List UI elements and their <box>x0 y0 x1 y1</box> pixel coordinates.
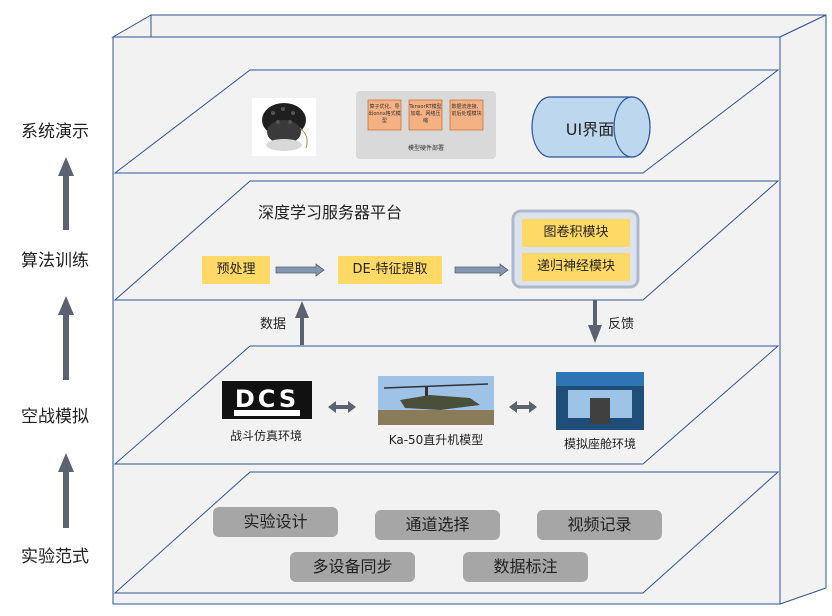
feedback-arrow <box>588 300 602 343</box>
server-platform-title: 深度学习服务器平台 <box>258 203 403 222</box>
double-arrow-1 <box>328 401 356 413</box>
side-label-system-demo: 系统演示 <box>21 122 89 142</box>
deployment-caption: 模型硬件部署 <box>407 145 444 152</box>
multi-device-sync-button[interactable]: 多设备同步 <box>290 552 415 582</box>
side-label-air-combat-sim: 空战模拟 <box>21 407 89 427</box>
box-top-face <box>111 14 827 38</box>
side-arrow-2 <box>58 296 74 380</box>
data-arrow <box>295 301 309 345</box>
rnn-module: 递归神经模块 <box>522 253 630 281</box>
dcs-logo: DCS <box>222 381 312 419</box>
experiment-design-button[interactable]: 实验设计 <box>213 507 338 537</box>
side-label-experiment-paradigm: 实验范式 <box>21 547 89 567</box>
deploy-box-1: 算子优化、导出onnx格式模型 <box>368 104 401 124</box>
cockpit-caption: 模拟座舱环境 <box>563 437 636 451</box>
flow-arrow-2 <box>454 263 509 277</box>
data-annotation-button[interactable]: 数据标注 <box>463 552 588 582</box>
eeg-headset-image <box>252 98 316 156</box>
side-arrow-3 <box>58 453 74 528</box>
data-link-label: 数据 <box>260 317 287 332</box>
deploy-box-3: 数据流连接、前后处理模块 <box>451 104 482 117</box>
feedback-link-label: 反馈 <box>608 317 635 332</box>
side-arrow-1 <box>58 157 74 230</box>
flow-arrow-1 <box>275 263 325 277</box>
feature-extraction-module: DE-特征提取 <box>338 256 442 284</box>
gcn-module: 图卷积模块 <box>522 219 630 247</box>
deploy-box-2: TensorRT模型加载、网络压缩 <box>409 104 442 124</box>
ui-label: UI界面 <box>565 120 615 139</box>
preprocess-module: 预处理 <box>202 256 270 284</box>
helicopter-caption: Ka-50直升机模型 <box>388 433 484 447</box>
svg-text:DCS: DCS <box>235 385 299 413</box>
channel-select-button[interactable]: 通道选择 <box>375 510 500 540</box>
helicopter-image <box>378 376 494 425</box>
double-arrow-2 <box>509 401 537 413</box>
video-record-button[interactable]: 视频记录 <box>537 510 662 540</box>
box-right-face <box>779 14 827 605</box>
ui-cylinder <box>531 96 651 158</box>
dcs-caption: 战斗仿真环境 <box>229 429 302 443</box>
cockpit-image <box>556 372 644 430</box>
side-label-algorithm-training: 算法训练 <box>21 251 89 271</box>
